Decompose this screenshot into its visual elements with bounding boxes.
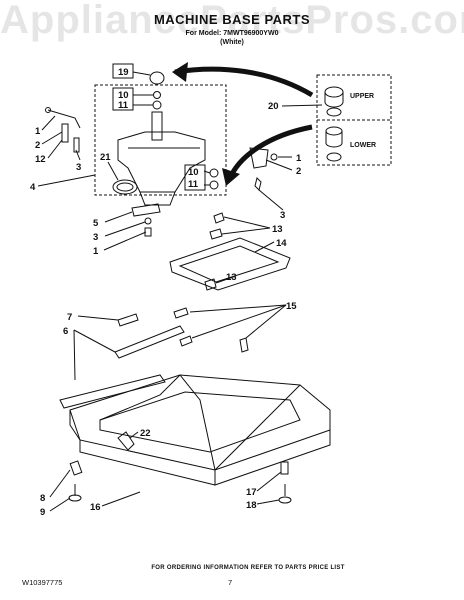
callout-16: 16 (90, 502, 101, 513)
diagram-title: MACHINE BASE PARTS (153, 12, 311, 27)
model-line: For Model: 7MWT96900YW0 (185, 30, 279, 37)
callout-10b: 10 (188, 167, 199, 178)
lower-arrow (227, 124, 313, 180)
callout-11: 11 (118, 100, 129, 111)
callout-5: 5 (93, 218, 99, 229)
callout-2b: 2 (296, 166, 301, 177)
callout-9: 9 (40, 507, 45, 518)
callout-13b: 13 (226, 272, 237, 283)
callout-19: 19 (118, 67, 129, 78)
callout-22: 22 (140, 428, 151, 439)
callout-2: 2 (35, 140, 40, 151)
callout-21: 21 (100, 152, 111, 163)
callout-4: 4 (30, 182, 36, 193)
assembly-dashed-box (94, 84, 227, 196)
callout-20: 20 (268, 101, 279, 112)
upper-tag: UPPER (350, 93, 374, 100)
callout-15: 15 (286, 301, 297, 312)
callout-1b: 1 (296, 153, 302, 164)
callout-1: 1 (35, 126, 41, 137)
callout-6: 6 (63, 326, 68, 337)
callout-13: 13 (272, 224, 283, 235)
callout-18: 18 (246, 500, 257, 511)
model-subtitle: For Model: 7MWT96900YW0 (White) (0, 29, 464, 47)
lower-tag: LOWER (350, 142, 376, 149)
callout-3: 3 (76, 162, 81, 173)
callout-8: 8 (40, 493, 45, 504)
ordering-note: FOR ORDERING INFORMATION REFER TO PARTS … (151, 565, 345, 571)
callout-11b: 11 (188, 179, 199, 190)
callout-12: 12 (35, 154, 46, 165)
callout-3c: 3 (93, 232, 98, 243)
page-number: 7 (228, 578, 233, 587)
upper-arrow (174, 66, 314, 98)
callout-14: 14 (276, 238, 287, 249)
callout-3b: 3 (280, 210, 285, 221)
color-line: (White) (220, 39, 244, 46)
callout-7: 7 (67, 312, 72, 323)
callout-17: 17 (246, 487, 257, 498)
callout-1c: 1 (93, 246, 99, 257)
document-number: W10397775 (22, 578, 63, 587)
callout-10: 10 (118, 90, 129, 101)
